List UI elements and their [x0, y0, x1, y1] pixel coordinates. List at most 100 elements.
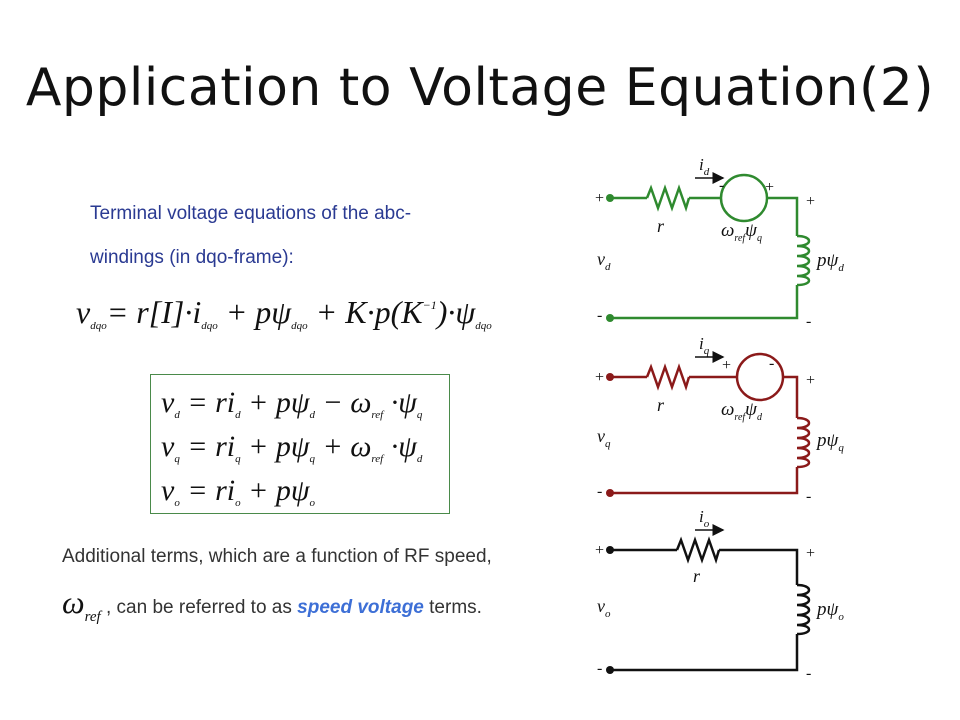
eq-q-psi: ·ψ: [383, 430, 417, 463]
o-voltage-label: vo: [597, 596, 611, 620]
o-terminal-bottom: [606, 666, 614, 674]
o-plus-left: +: [595, 542, 604, 559]
eq-flux2-sub: dqo: [475, 320, 492, 332]
d-terminal-top: [606, 194, 614, 202]
q-minus-right: -: [806, 488, 811, 505]
eq-inverse-sup: −1: [422, 298, 437, 312]
equation-d: vd = rid + pψd − ωref ·ψq: [161, 381, 449, 425]
d-source-left-sign: -: [719, 177, 724, 194]
omega-sub: ref: [84, 609, 101, 625]
eq-d-w: − ω: [314, 386, 372, 419]
eq-d-r: = ri: [179, 386, 236, 419]
intro-text: Terminal voltage equations of the abc- w…: [90, 192, 540, 280]
eq-q-r: = ri: [179, 430, 236, 463]
eq-q-lhs: v: [161, 430, 175, 463]
q-axis-circuit: iq r + - ωrefψd + - + - vq pψq: [595, 334, 844, 505]
o-wires: [610, 548, 799, 672]
eq-q-psi-sub: d: [416, 453, 423, 465]
eq-flux-sub: dqo: [291, 320, 308, 332]
eq-d-p: + pψ: [240, 386, 310, 419]
q-source-label: ωrefψd: [721, 399, 763, 423]
q-plus-left: +: [595, 369, 604, 386]
q-minus-left: -: [597, 483, 602, 500]
d-plus-left: +: [595, 190, 604, 207]
d-source-label: ωrefψq: [721, 220, 762, 244]
eq-d-psi: ·ψ: [383, 386, 417, 419]
eq-d-psi-sub: q: [416, 409, 423, 421]
d-wires: [610, 196, 799, 320]
q-resistor-label: r: [657, 395, 665, 415]
o-inductor-label: pψo: [815, 599, 844, 623]
equation-q: vq = riq + pψq + ωref ·ψd: [161, 425, 449, 469]
eq-flux-term: + pψ: [217, 294, 292, 330]
eq-resistive-term: = r[I]·i: [106, 294, 202, 330]
q-terminal-top: [606, 373, 614, 381]
o-inductor: [796, 583, 811, 636]
eq-current-sub: dqo: [201, 320, 218, 332]
eq-transform-term-b: )·ψ: [436, 294, 476, 330]
q-resistor: [645, 363, 691, 392]
q-voltage-label: vq: [597, 426, 611, 450]
d-plus-right: +: [806, 193, 815, 210]
speed-voltage-highlight: speed voltage: [297, 597, 424, 618]
eq-d-w-sub: ref: [371, 409, 384, 421]
eq-lhs-sub: dqo: [90, 320, 107, 332]
eq-o-r: = ri: [179, 474, 236, 507]
eq-d-lhs-sub: d: [174, 409, 180, 421]
omega-ref-symbol: ωref: [62, 584, 101, 625]
q-terminal-bottom: [606, 489, 614, 497]
d-minus-left: -: [597, 307, 602, 324]
note-line-2-post: terms.: [423, 597, 482, 618]
q-source-right-sign: -: [769, 355, 774, 372]
eq-o-lhs: v: [161, 474, 175, 507]
main-voltage-equation: vdqo= r[I]·idqo + pψdqo + K·p(K−1)·ψdqo: [76, 294, 596, 342]
o-terminal-top: [606, 546, 614, 554]
d-current-label: id: [699, 155, 710, 178]
q-plus-right: +: [806, 372, 815, 389]
eq-lhs: v: [76, 294, 91, 330]
eq-q-p-sub: q: [309, 453, 315, 465]
eq-q-w-sub: ref: [371, 453, 384, 465]
q-inductor: [796, 416, 811, 469]
slide-title: Application to Voltage Equation(2): [25, 58, 935, 118]
o-axis-circuit: io r + - + - vo pψo: [595, 507, 844, 682]
d-inductor: [796, 234, 811, 287]
omega-symbol: ω: [62, 584, 85, 620]
d-voltage-label: vd: [597, 249, 611, 273]
q-current-label: iq: [699, 334, 710, 357]
o-minus-left: -: [597, 660, 602, 677]
o-plus-right: +: [806, 545, 815, 562]
eq-o-lhs-sub: o: [174, 497, 180, 509]
eq-transform-term: + K·p(K: [307, 294, 423, 330]
eq-q-lhs-sub: q: [174, 453, 180, 465]
eq-o-p: + pψ: [240, 474, 310, 507]
eq-q-r-sub: q: [235, 453, 241, 465]
d-speed-voltage-source: [719, 173, 769, 223]
q-speed-voltage-source: [735, 352, 785, 402]
eq-q-w: + ω: [314, 430, 372, 463]
o-current-label: io: [699, 507, 710, 530]
q-wires: [610, 375, 799, 495]
eq-q-p: + pψ: [240, 430, 310, 463]
d-axis-circuit: id r - + ωrefψq + - + - vd pψd: [595, 155, 844, 330]
o-resistor-label: r: [693, 566, 701, 586]
dqo-equation-system: vd = rid + pψd − ωref ·ψq vq = riq + pψq…: [150, 374, 450, 514]
q-source-left-sign: +: [722, 357, 731, 374]
d-resistor: [645, 184, 691, 213]
eq-d-p-sub: d: [309, 409, 315, 421]
q-inductor-label: pψq: [815, 430, 844, 454]
eq-d-r-sub: d: [235, 409, 241, 421]
o-minus-right: -: [806, 665, 811, 682]
o-resistor: [675, 536, 721, 565]
d-minus-right: -: [806, 313, 811, 330]
d-inductor-label: pψd: [815, 250, 844, 274]
note-line-2-pre: , can be referred to as: [100, 597, 298, 618]
equation-o: vo = rio + pψo: [161, 469, 449, 513]
intro-line-2: windings (in dqo-frame):: [90, 247, 294, 268]
note-line-1: Additional terms, which are a function o…: [62, 546, 492, 567]
dqo-equivalent-circuits: id r - + ωrefψq + - + - vd pψd iq r + - …: [595, 155, 844, 682]
d-terminal-bottom: [606, 314, 614, 322]
eq-d-lhs: v: [161, 386, 175, 419]
d-source-right-sign: +: [765, 179, 774, 196]
d-resistor-label: r: [657, 216, 665, 236]
